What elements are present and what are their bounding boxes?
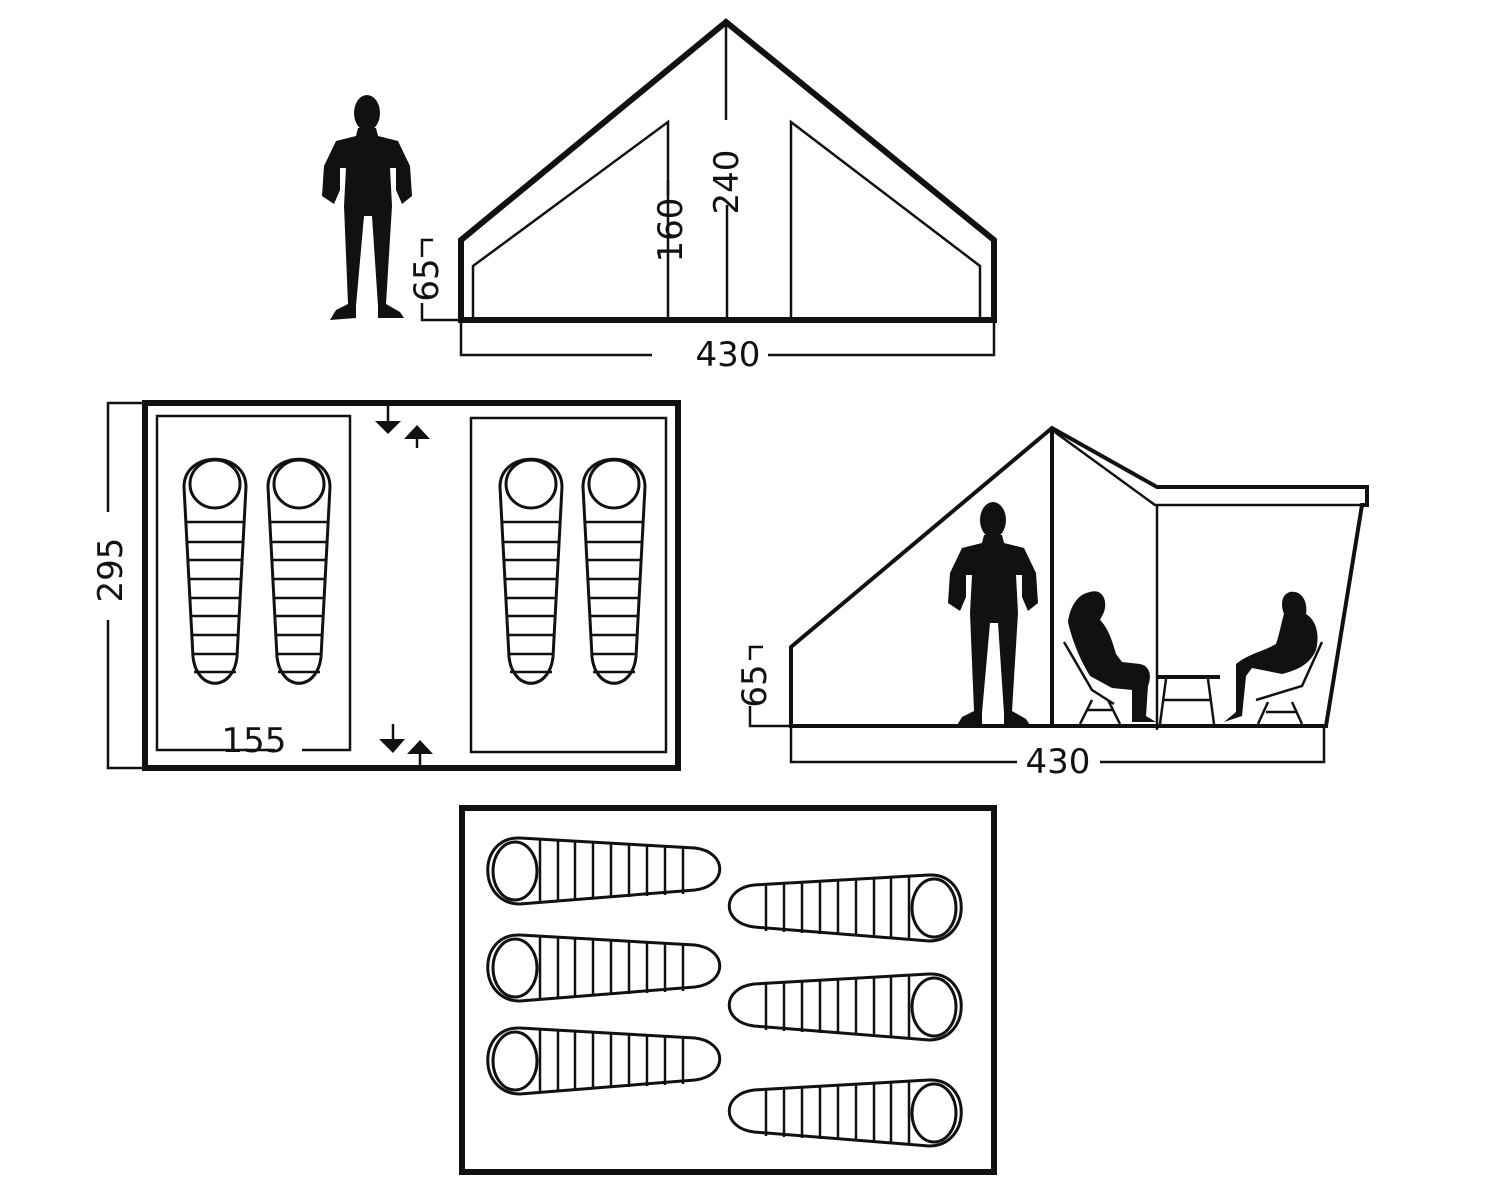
sleeping-bag-icon <box>581 457 647 685</box>
sleeping-bag-icon <box>486 933 722 1003</box>
side-height-label: 65 <box>407 258 447 301</box>
depth-label: 295 <box>91 538 131 603</box>
sleeping-bag-icon <box>486 1026 722 1096</box>
width-label: 430 <box>696 335 761 375</box>
sleeping-bags-horizontal-left <box>486 836 722 1096</box>
table-icon <box>1157 675 1220 725</box>
side-height-label: 65 <box>735 664 775 707</box>
seated-man-icon <box>1224 591 1324 725</box>
front-view: 240 160 65 430 <box>322 18 997 375</box>
sleeping-bag-icon <box>727 1078 963 1148</box>
sleeping-bags-vertical <box>182 457 647 685</box>
floor-plan-two-cabins: 155 295 <box>91 400 681 771</box>
door-height-label: 160 <box>651 198 691 263</box>
floor-plan-open <box>459 805 997 1175</box>
side-view-canopy: 65 430 <box>735 425 1369 782</box>
width-label: 430 <box>1026 742 1091 782</box>
sleeping-bag-icon <box>486 836 722 906</box>
sleeping-bag-icon <box>266 457 332 685</box>
door-arrow-top-icon <box>375 406 430 448</box>
standing-person-icon <box>322 95 412 320</box>
cabin-width-label: 155 <box>222 721 287 761</box>
sleeping-bag-icon <box>727 972 963 1042</box>
sleeping-bag-icon <box>182 457 248 685</box>
peak-height-label: 240 <box>707 150 747 215</box>
seated-woman-icon <box>1062 591 1156 725</box>
sleeping-bag-icon <box>727 873 963 943</box>
sleeping-bag-icon <box>498 457 564 685</box>
standing-person-icon <box>948 502 1038 727</box>
door-arrow-bottom-icon <box>379 724 433 766</box>
sleeping-bags-horizontal-right <box>727 873 963 1148</box>
